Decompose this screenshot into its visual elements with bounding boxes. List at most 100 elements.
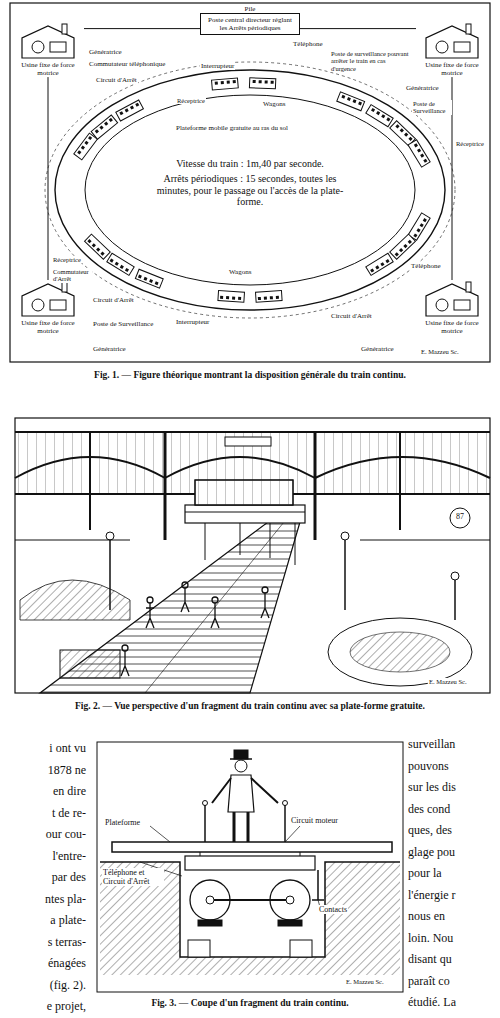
part-label: Génératrice [88, 48, 123, 56]
part-label: Génératrice [92, 345, 127, 353]
fig3-drawing [97, 742, 403, 992]
part-label: E. Mazzeu Sc. [420, 348, 460, 355]
part-label: Contacts [318, 905, 348, 914]
body-text: disant qu [408, 953, 452, 967]
part-label: Génératrice [405, 84, 440, 92]
train-car [390, 121, 416, 146]
train-car [212, 78, 239, 90]
body-text: en dire [0, 785, 86, 799]
fig2-drawing [15, 418, 490, 693]
node-label: Pile [200, 5, 300, 13]
body-text: a plate- [0, 914, 86, 928]
body-text: pouvons [408, 760, 449, 774]
body-text: l'énergie r [408, 889, 456, 903]
figure-caption: Fig. 1. — Figure théorique montrant la d… [0, 370, 500, 381]
part-label: Réceptrice [52, 256, 82, 263]
factory-icon [422, 280, 482, 318]
train-car [116, 100, 144, 121]
part-label: Vitesse du train : 1m,40 par seconde. [150, 158, 350, 170]
body-text: i ont vu [0, 742, 86, 756]
part-label: Téléphone [410, 262, 442, 270]
part-label: Commutateur d'Arrêt [52, 268, 92, 283]
body-text: s terras- [0, 936, 86, 950]
train-car [218, 291, 245, 303]
telephone-wire [48, 77, 49, 280]
body-text: par des [0, 871, 86, 885]
part-label: Arrêts périodiques : 15 secondes, toutes… [150, 173, 350, 208]
factory-icon [422, 22, 482, 60]
figure-caption: Fig. 3. — Coupe d'un fragment du train c… [100, 998, 400, 1009]
body-text: des cond [408, 803, 450, 817]
part-label: Réceptrice [455, 140, 485, 147]
node-label: Usine fixe de force motrice [12, 61, 84, 77]
node-label: Usine fixe de force motrice [416, 319, 488, 335]
figure-caption: Fig. 2. — Vue perspective d'un fragment … [0, 701, 500, 712]
telephone-wire [84, 28, 200, 29]
body-text: étudié. La [408, 996, 456, 1010]
factory-building: Usine fixe de force motrice [416, 22, 488, 77]
factory-building: Usine fixe de force motrice [12, 280, 84, 335]
body-text: surveillan [408, 738, 455, 752]
train-car [408, 140, 430, 167]
body-text: t de re- [0, 807, 86, 821]
part-label: Téléphone [292, 40, 324, 48]
body-text: ntes pla- [0, 893, 86, 907]
telephone-wire [300, 28, 416, 29]
body-text: sur les dis [408, 781, 456, 795]
part-label: Interrupteur [200, 62, 235, 70]
part-label: Circuit d'Arrêt [330, 312, 373, 320]
train-car [249, 78, 275, 89]
part-label: Circuit d'Arrêt [95, 76, 138, 84]
body-text: (fig. 2). [0, 979, 86, 993]
body-text: ques, des [408, 824, 452, 838]
factory-icon [18, 280, 78, 318]
part-label: Téléphone et Circuit d'Arrêt [102, 868, 164, 886]
body-text: e projet, [0, 1000, 86, 1014]
part-label: Circuit moteur [290, 816, 339, 825]
part-label: Réceptrice [176, 97, 206, 104]
part-label: Wagons [262, 100, 286, 108]
part-label: Poste de Surveillance [412, 100, 452, 115]
node-label: Usine fixe de force motrice [12, 319, 84, 335]
part-label: Génératrice [360, 345, 395, 353]
train-car [107, 253, 134, 275]
factory-building: Usine fixe de force motrice [12, 22, 84, 77]
part-label: Plateforme [104, 818, 141, 827]
body-text: loin. Nou [408, 932, 453, 946]
body-text: pour la [408, 867, 442, 881]
train-car [337, 92, 365, 111]
train-car [135, 269, 163, 288]
train-car [408, 213, 430, 240]
train-car [256, 291, 283, 303]
part-label: Commutateur téléphonique [88, 60, 166, 68]
train-car [390, 234, 416, 259]
central-post: PilePoste central directeur réglant les … [200, 4, 300, 35]
train-car [366, 105, 393, 127]
body-text: énagées [0, 957, 86, 971]
body-text: l'entre- [0, 850, 86, 864]
train-car [74, 133, 98, 160]
body-text: paraît co [408, 975, 450, 989]
part-label: Poste de surveillance pouvant arrêter le… [330, 50, 412, 72]
body-text: glage pou [408, 846, 455, 860]
part-label: E. Mazzeu Sc. [345, 978, 385, 985]
train-car [91, 115, 117, 139]
part-label: Plateforme mobile gratuite au ras du sol [175, 124, 289, 132]
factory-building: Usine fixe de force motrice [416, 280, 488, 335]
train-car [85, 234, 111, 259]
body-text: 1878 ne [0, 764, 86, 778]
node-label: Usine fixe de force motrice [416, 61, 488, 77]
body-text: our cou- [0, 828, 86, 842]
part-label: 87 [453, 512, 467, 521]
factory-icon [18, 22, 78, 60]
part-label: Circuit d'Arrêt [92, 296, 135, 304]
part-label: E. Mazzeu Sc. [428, 678, 468, 685]
body-text: nous en [408, 910, 445, 924]
post-box: Poste central directeur réglant les Arrê… [200, 13, 300, 35]
train-car [366, 253, 393, 275]
part-label: Interrupteur [175, 318, 210, 326]
fig1-drawing [10, 3, 490, 362]
